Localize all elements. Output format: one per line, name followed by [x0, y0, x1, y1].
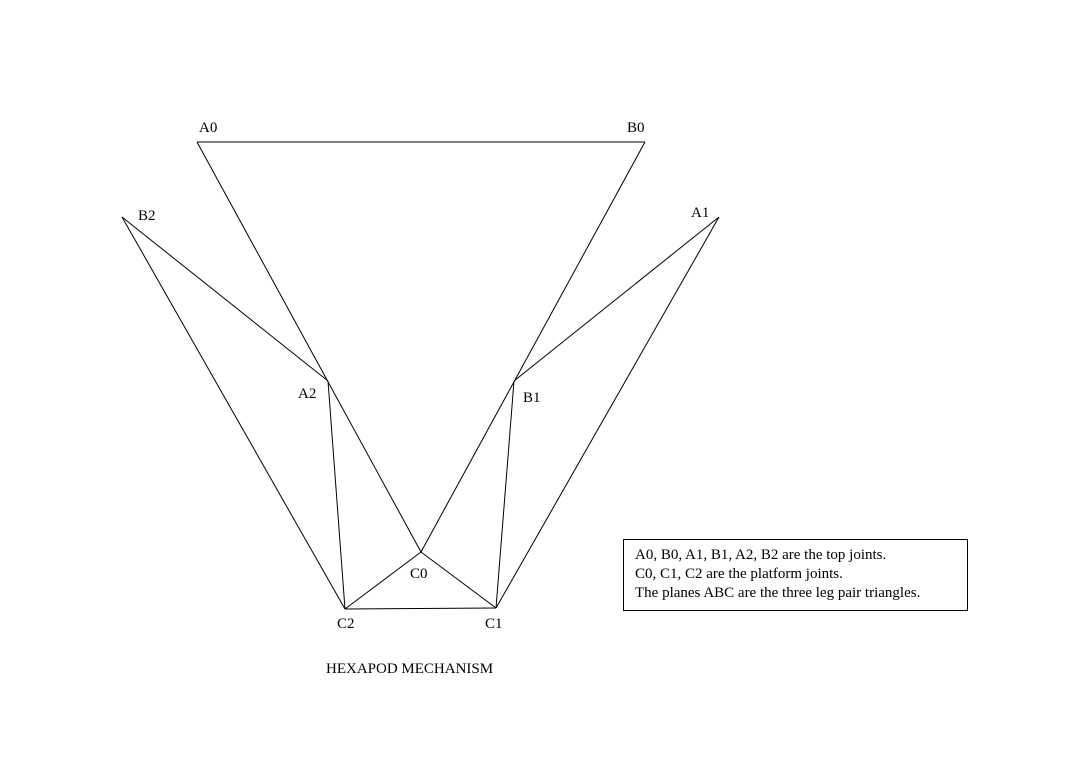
edge-b0-c0 — [420, 141, 646, 553]
edge-b2-c2 — [121, 216, 346, 610]
edge-c0-c1 — [420, 551, 497, 609]
joint-label-b2: B2 — [138, 208, 156, 224]
legend-line-top-joints: A0, B0, A1, B1, A2, B2 are the top joint… — [635, 547, 887, 563]
edge-b2-a2 — [121, 216, 329, 382]
joint-label-c0: C0 — [410, 566, 428, 582]
joint-label-a2: A2 — [298, 386, 316, 402]
edge-a2-c2 — [327, 380, 346, 610]
edge-a1-c1 — [495, 216, 720, 609]
legend-line-platform-joints: C0, C1, C2 are the platform joints. — [635, 566, 843, 582]
edge-b1-c1 — [495, 380, 515, 609]
edge-c2-c0 — [344, 551, 422, 610]
legend-line-leg-triangles: The planes ABC are the three leg pair tr… — [635, 585, 921, 601]
joint-label-b1: B1 — [523, 390, 541, 406]
diagram-title: HEXAPOD MECHANISM — [326, 661, 493, 677]
edge-c1-c2 — [344, 607, 497, 610]
legend-box: A0, B0, A1, B1, A2, B2 are the top joint… — [623, 539, 968, 611]
joint-label-a0: A0 — [199, 120, 217, 136]
joint-label-b0: B0 — [627, 120, 645, 136]
joint-label-c1: C1 — [485, 616, 503, 632]
edge-a0-c0 — [196, 141, 422, 553]
diagram-edges — [121, 141, 720, 610]
edge-a1-b1 — [513, 216, 720, 382]
joint-label-a1: A1 — [691, 205, 709, 221]
joint-label-c2: C2 — [337, 616, 355, 632]
